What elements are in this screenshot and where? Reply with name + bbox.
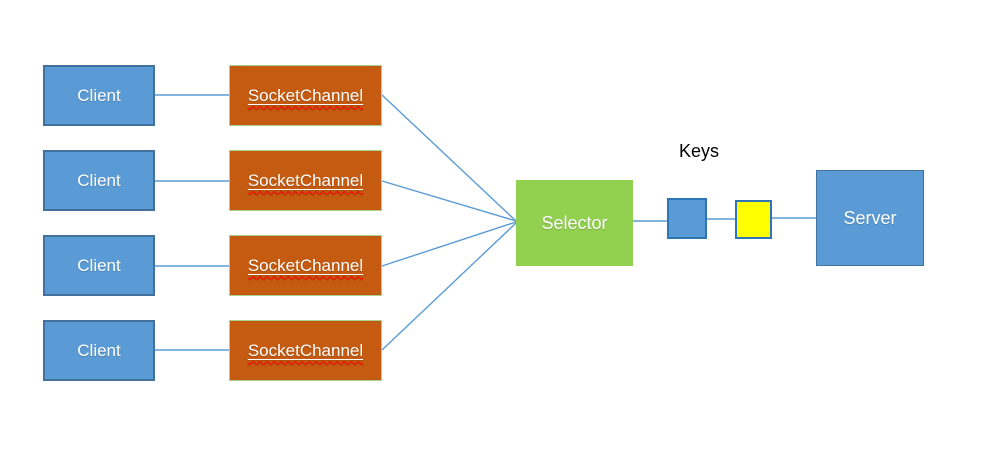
- socketchannel-label: SocketChannel: [247, 255, 364, 275]
- selector-box: Selector: [516, 180, 633, 266]
- keys-label: Keys: [678, 141, 720, 161]
- connector-channel1-selector: [381, 94, 517, 222]
- socketchannel-box-1: SocketChannel: [229, 65, 382, 126]
- client-box-2: Client: [43, 150, 155, 211]
- socketchannel-label: SocketChannel: [247, 170, 364, 190]
- socketchannel-box-2: SocketChannel: [229, 150, 382, 211]
- connector-channel4-selector: [381, 222, 517, 351]
- server-box: Server: [816, 170, 924, 266]
- connector-channel3-selector: [381, 221, 517, 267]
- client-box-4: Client: [43, 320, 155, 381]
- client-label: Client: [77, 170, 121, 190]
- client-label: Client: [77, 340, 121, 360]
- server-label: Server: [843, 207, 897, 228]
- socketchannel-box-3: SocketChannel: [229, 235, 382, 296]
- socketchannel-label: SocketChannel: [247, 340, 364, 360]
- client-label: Client: [77, 255, 121, 275]
- key-square-blue: [667, 198, 707, 239]
- connector-channel2-selector: [381, 180, 517, 222]
- client-box-1: Client: [43, 65, 155, 126]
- client-label: Client: [77, 85, 121, 105]
- socketchannel-label: SocketChannel: [247, 85, 364, 105]
- socketchannel-box-4: SocketChannel: [229, 320, 382, 381]
- selector-label: Selector: [541, 212, 608, 233]
- client-box-3: Client: [43, 235, 155, 296]
- key-square-yellow: [735, 200, 772, 239]
